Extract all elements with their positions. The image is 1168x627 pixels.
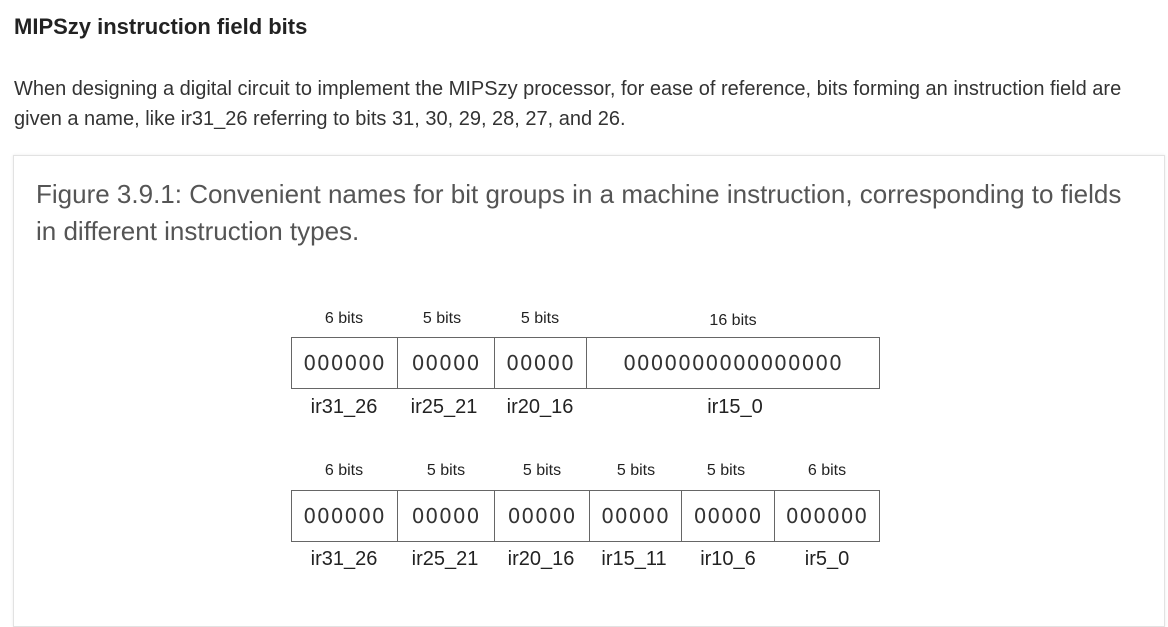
field-name-label: ir15_0 <box>707 396 763 418</box>
figure-caption: Figure 3.9.1: Convenient names for bit g… <box>36 179 1122 246</box>
field-box: 00000 <box>589 490 682 542</box>
field-box: 00000 <box>494 490 590 542</box>
field-name-label: ir15_11 <box>601 548 667 570</box>
bit-width-label: 5 bits <box>616 462 656 479</box>
field-box: 00000 <box>397 337 495 389</box>
field-box: 000000 <box>291 337 398 389</box>
figure-container: Figure 3.9.1: Convenient names for bit g… <box>13 155 1165 627</box>
bit-width-label: 5 bits <box>706 462 746 479</box>
bit-width-label: 5 bits <box>522 462 562 479</box>
field-name-label: ir20_16 <box>507 548 575 570</box>
field-name-label: ir10_6 <box>700 548 756 570</box>
bit-width-label: 5 bits <box>520 310 560 327</box>
field-name-label: ir5_0 <box>804 548 850 570</box>
field-box: 00000 <box>681 490 775 542</box>
bit-width-label: 6 bits <box>324 462 364 479</box>
intro-paragraph: When designing a digital circuit to impl… <box>14 78 1122 130</box>
field-name-label: ir31_26 <box>310 396 378 418</box>
field-box: 00000 <box>494 337 587 389</box>
bit-width-label: 5 bits <box>422 310 462 327</box>
field-name-label: ir25_21 <box>411 548 479 570</box>
field-name-label: ir25_21 <box>410 396 478 418</box>
page-title: MIPSzy instruction field bits <box>14 14 308 39</box>
field-name-label: ir20_16 <box>506 396 574 418</box>
bit-width-label: 16 bits <box>709 312 757 329</box>
bit-width-label: 5 bits <box>426 462 466 479</box>
field-box: 00000 <box>397 490 495 542</box>
bit-width-label: 6 bits <box>807 462 847 479</box>
field-box: 0000000000000000 <box>586 337 880 389</box>
field-name-label: ir31_26 <box>310 548 378 570</box>
field-box: 000000 <box>291 490 398 542</box>
bit-width-label: 6 bits <box>324 310 364 327</box>
field-box: 000000 <box>774 490 880 542</box>
